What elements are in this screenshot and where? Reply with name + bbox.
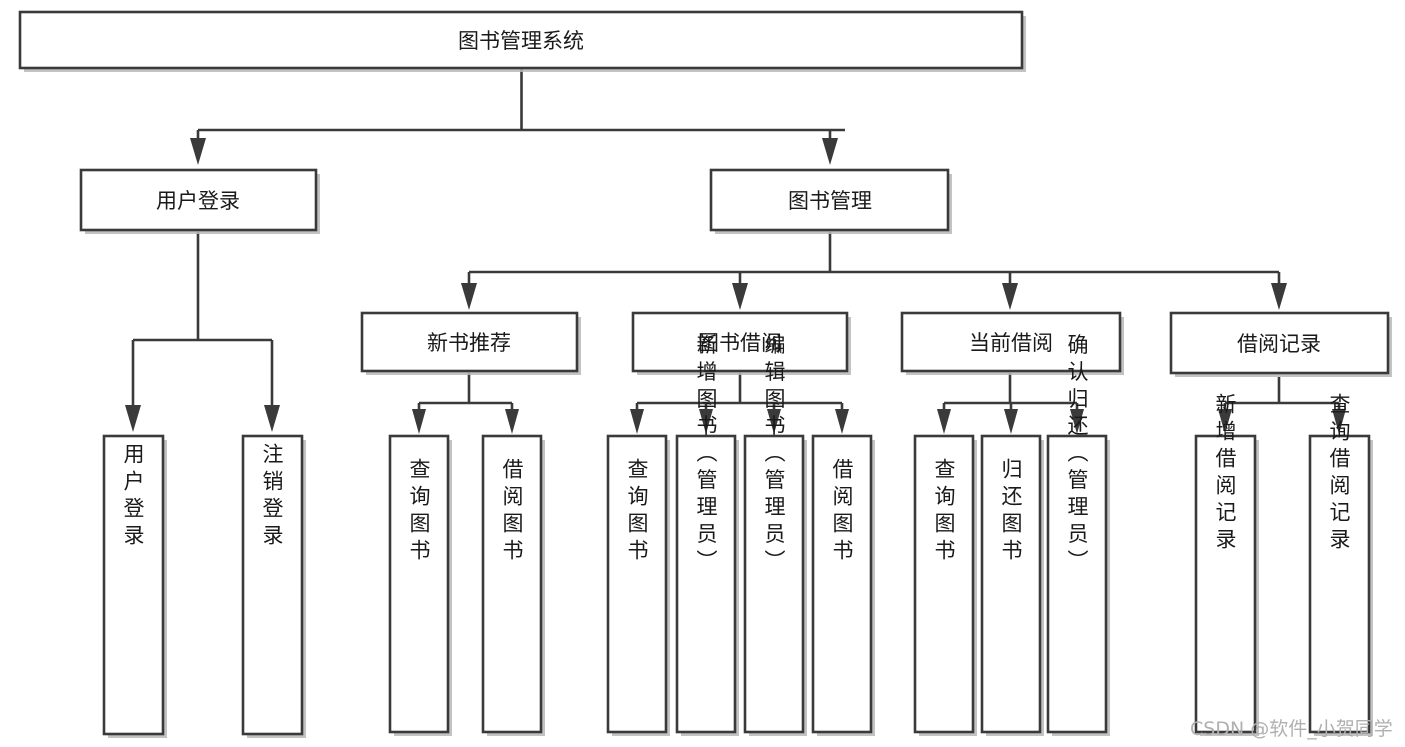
node-root[interactable]: 图书管理系统 [18, 10, 1026, 72]
arrowhead-leaf-query-book-2 [630, 409, 644, 434]
node-leaf-query-record-label: 查询借阅记录 [1327, 393, 1351, 555]
arrowhead-leaf-user-login [125, 405, 141, 432]
node-leaf-user-login-box[interactable] [102, 434, 165, 736]
node-leaf-edit-book-label: 编辑图书（管理员） [762, 334, 786, 577]
arrowhead-leaf-borrow-book-2 [835, 409, 849, 434]
node-leaf-query-record-box[interactable] [1308, 434, 1371, 734]
node-book-manage-box[interactable] [709, 168, 950, 232]
arrowhead-leaf-add-book [699, 409, 713, 434]
node-leaf-query-book-2-label: 查询图书 [625, 458, 649, 566]
node-book-borrow[interactable]: 图书借阅 [631, 311, 851, 375]
arrowhead-leaf-edit-book [767, 409, 781, 434]
node-user-login[interactable]: 用户登录 [79, 168, 320, 234]
csdn-watermark: CSDN @软件_小贺同学 [1190, 718, 1393, 740]
arrowhead-book-borrow [732, 283, 748, 310]
node-leaf-query-book-1[interactable]: 查询图书 [388, 434, 452, 736]
node-leaf-add-book-label: 新增图书（管理员） [694, 334, 718, 577]
arrowhead-leaf-return-book [1004, 409, 1018, 434]
node-book-borrow-label: 图书借阅 [698, 331, 782, 355]
node-leaf-return-book-label: 归还图书 [999, 458, 1023, 566]
arrowhead-current-borrow [1002, 283, 1018, 310]
node-user-login-box[interactable] [79, 168, 318, 232]
node-leaf-user-login-label: 用户登录 [121, 443, 145, 551]
node-borrow-record-box[interactable] [1169, 311, 1390, 375]
node-leaf-query-book-3-box[interactable] [913, 434, 975, 734]
arrowhead-borrow-record [1271, 283, 1287, 310]
node-book-manage-label: 图书管理 [788, 189, 872, 213]
node-current-borrow[interactable]: 当前借阅 [900, 311, 1124, 375]
node-book-borrow-box[interactable] [631, 311, 849, 373]
node-book-manage[interactable]: 图书管理 [709, 168, 952, 234]
arrowhead-user-login [190, 138, 206, 165]
node-leaf-confirm-return-label: 确认归还（管理员） [1065, 334, 1089, 577]
node-leaf-return-book-box[interactable] [980, 434, 1042, 734]
node-current-borrow-label: 当前借阅 [969, 331, 1053, 355]
arrowhead-leaf-query-record [1332, 409, 1346, 434]
node-leaf-add-record[interactable]: 新增借阅记录 [1194, 393, 1259, 736]
node-user-login-label: 用户登录 [156, 189, 240, 213]
node-new-book-rec[interactable]: 新书推荐 [360, 311, 581, 375]
node-leaf-logout-box[interactable] [241, 434, 304, 736]
arrowhead-leaf-add-record [1218, 409, 1232, 434]
node-borrow-record[interactable]: 借阅记录 [1169, 311, 1392, 377]
node-leaf-query-book-3-label: 查询图书 [932, 458, 956, 566]
node-leaf-add-record-box[interactable] [1194, 434, 1257, 734]
node-leaf-confirm-return[interactable]: 确认归还（管理员） [1046, 334, 1110, 737]
node-leaf-confirm-return-box[interactable] [1046, 434, 1108, 734]
node-leaf-logout[interactable]: 注销登录 [241, 434, 306, 738]
node-leaf-borrow-book-1-box[interactable] [481, 434, 543, 734]
node-borrow-record-label: 借阅记录 [1237, 332, 1321, 356]
arrowhead-leaf-query-book-3 [937, 409, 951, 434]
node-leaf-query-book-2-box[interactable] [606, 434, 668, 734]
node-leaf-borrow-book-1-label: 借阅图书 [500, 458, 524, 566]
node-root-label: 图书管理系统 [458, 29, 584, 53]
node-leaf-logout-label: 注销登录 [260, 443, 284, 551]
node-leaf-borrow-book-1[interactable]: 借阅图书 [481, 434, 545, 736]
node-leaf-add-book-box[interactable] [675, 434, 737, 734]
arrowhead-new-book-rec [461, 283, 477, 310]
node-leaf-query-record[interactable]: 查询借阅记录 [1308, 393, 1373, 736]
node-current-borrow-box[interactable] [900, 311, 1122, 373]
node-leaf-return-book[interactable]: 归还图书 [980, 434, 1044, 736]
arrowhead-leaf-confirm-return [1070, 409, 1084, 434]
node-leaf-query-book-1-label: 查询图书 [407, 458, 431, 566]
node-new-book-rec-label: 新书推荐 [427, 331, 511, 355]
arrowhead-leaf-borrow-book-1 [505, 409, 519, 434]
node-leaf-add-record-label: 新增借阅记录 [1213, 393, 1237, 555]
arrowhead-book-manage [822, 138, 838, 165]
node-new-book-rec-box[interactable] [360, 311, 579, 373]
connector-layer [125, 68, 1346, 434]
node-leaf-borrow-book-2[interactable]: 借阅图书 [811, 434, 875, 736]
arrowhead-leaf-query-book-1 [412, 409, 426, 434]
node-leaf-query-book-3[interactable]: 查询图书 [913, 434, 977, 736]
node-leaf-add-book[interactable]: 新增图书（管理员） [675, 334, 739, 737]
node-leaf-query-book-1-box[interactable] [388, 434, 450, 734]
arrowhead-leaf-logout [264, 405, 280, 432]
node-leaf-edit-book-box[interactable] [743, 434, 805, 734]
node-leaf-query-book-2[interactable]: 查询图书 [606, 434, 670, 736]
node-leaf-edit-book[interactable]: 编辑图书（管理员） [743, 334, 807, 737]
node-leaf-user-login[interactable]: 用户登录 [102, 434, 167, 738]
node-leaf-borrow-book-2-box[interactable] [811, 434, 873, 734]
node-root-box[interactable] [18, 10, 1024, 70]
node-leaf-borrow-book-2-label: 借阅图书 [830, 458, 854, 566]
